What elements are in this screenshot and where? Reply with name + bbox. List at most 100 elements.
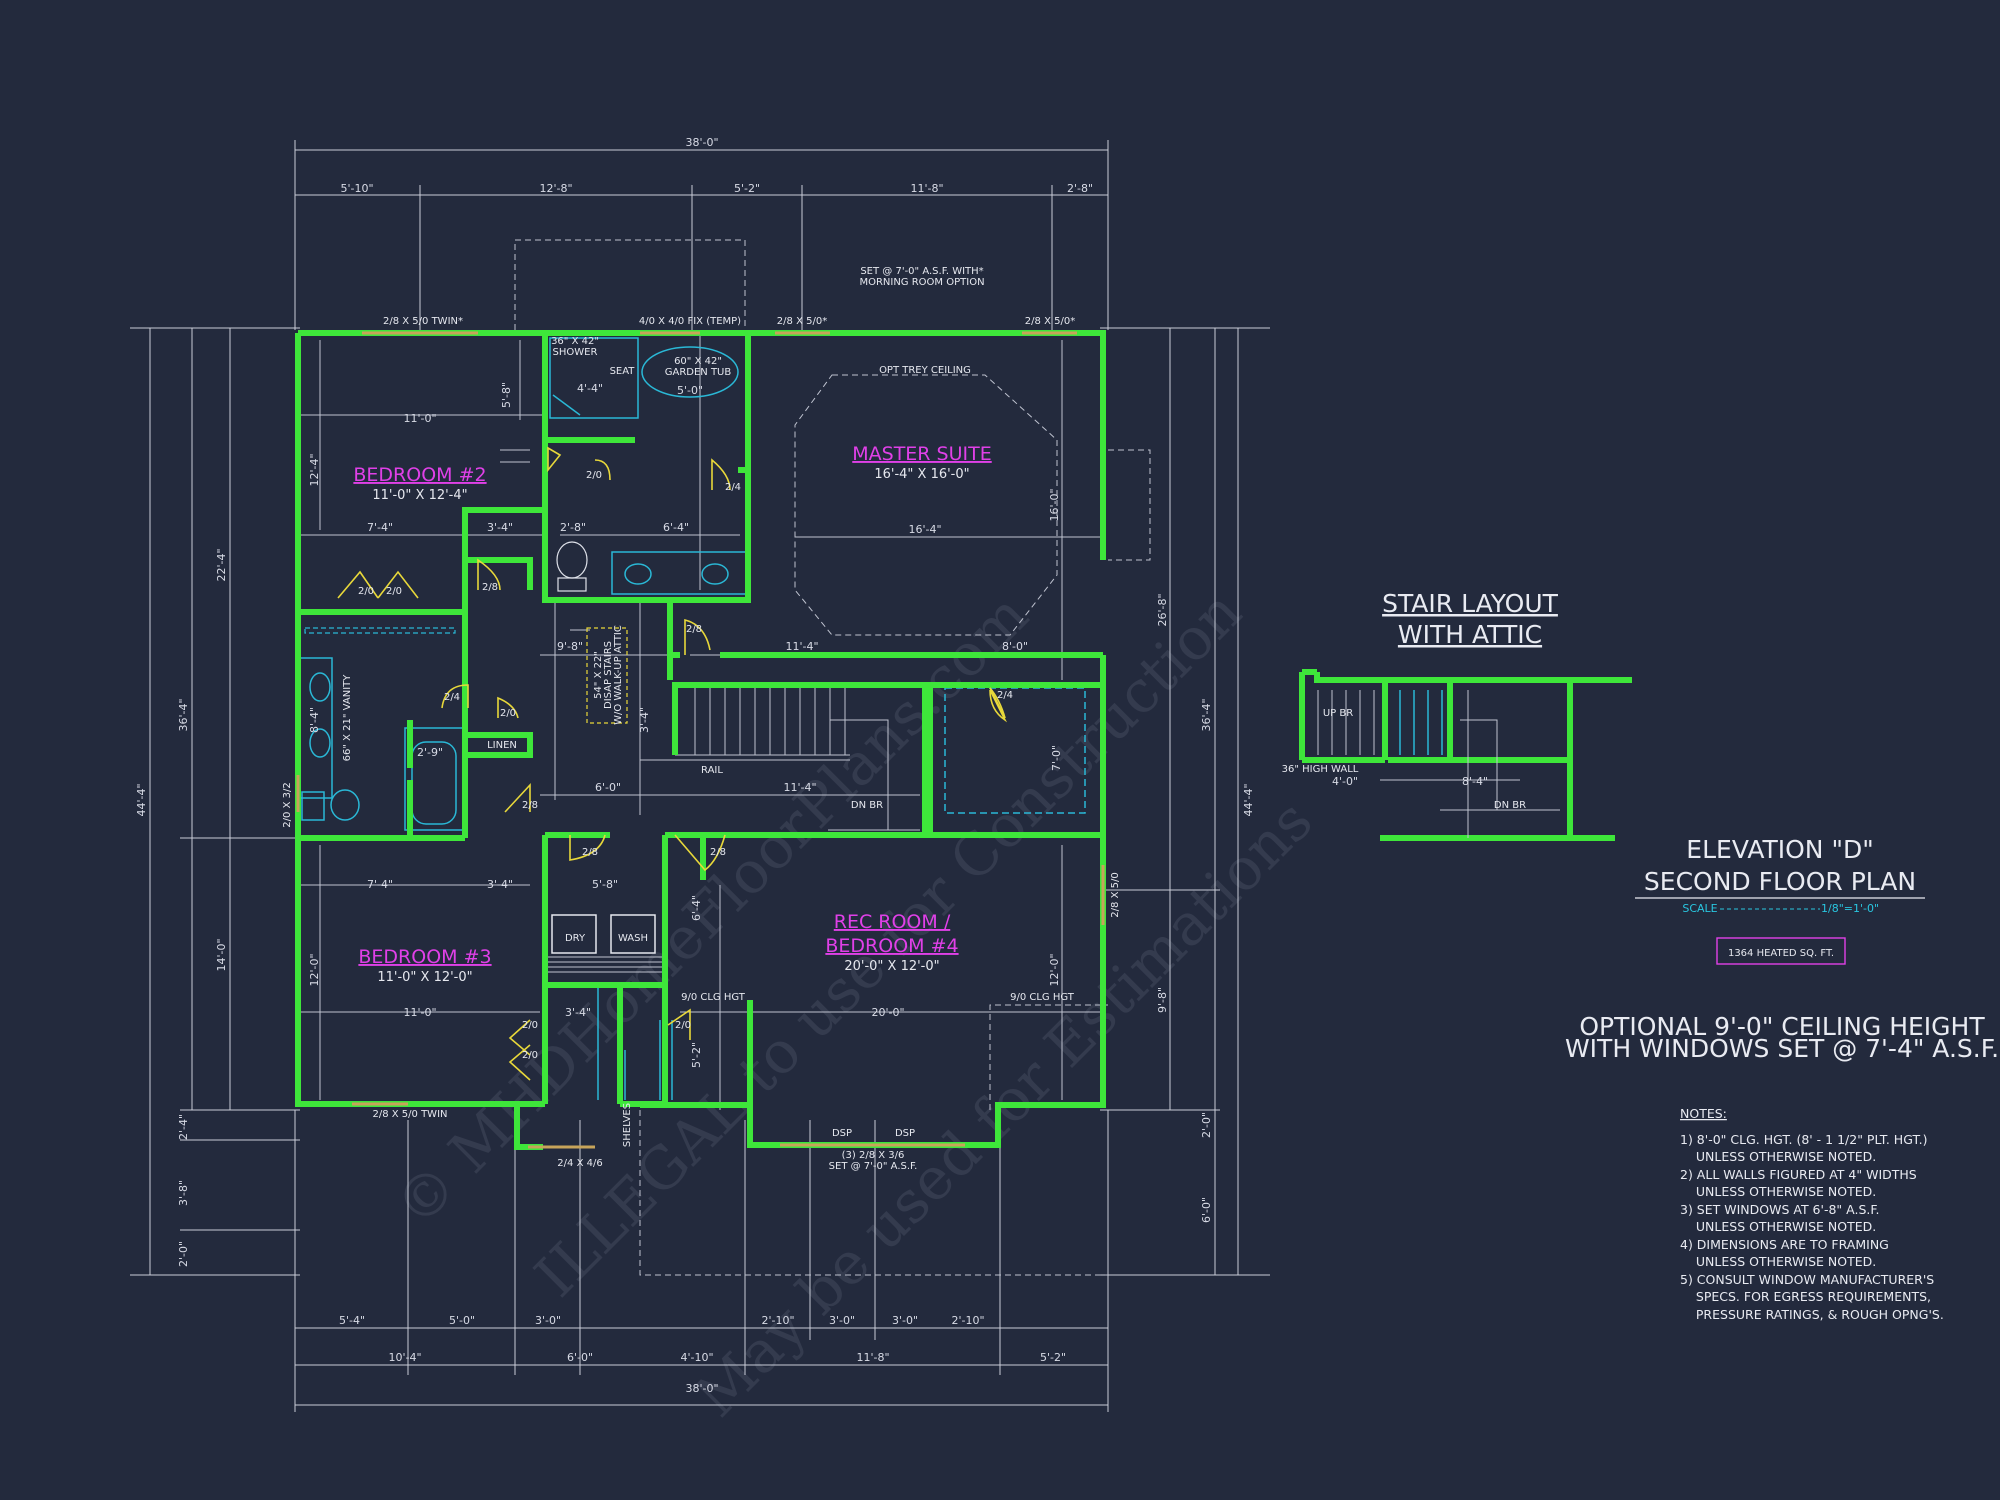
bay-window-size: (3) 2/8 X 3/6	[842, 1150, 905, 1161]
door-7: 2/0	[586, 470, 602, 481]
stair-dim-2: 8'-4"	[1462, 775, 1488, 788]
dim-bottom-b-3: 4'-10"	[680, 1351, 713, 1364]
dim-bottom-total: 38'-0"	[685, 1382, 718, 1395]
interior-dim-19: 5'-0"	[677, 384, 703, 397]
dryer-label: DRY	[565, 933, 586, 944]
dim-bottom-a-2: 5'-0"	[449, 1314, 475, 1327]
attic-stair-size: 54" X 22"	[593, 651, 604, 699]
ceiling-height-2: 9/0 CLG HGT	[1010, 992, 1075, 1003]
dim-bottom-b-1: 10'-4"	[388, 1351, 421, 1364]
dim-bottom-a-6: 3'-0"	[892, 1314, 918, 1327]
bay-note-1: SET @ 7'-0" A.S.F. WITH*	[860, 266, 983, 277]
dim-top-total: 38'-0"	[685, 136, 718, 149]
shelves-label: SHELVES	[622, 1103, 633, 1147]
dim-top-2: 12'-8"	[539, 182, 572, 195]
interior-dim-1: 11'-0"	[403, 412, 436, 425]
door-5: 2/8	[686, 624, 702, 635]
dim-left-total: 44'-4"	[135, 783, 148, 816]
window-bedroom-2: 2/8 X 5/0 TWIN*	[383, 316, 463, 327]
interior-dim-12: 7'-4"	[367, 878, 393, 891]
main-stair	[675, 685, 920, 831]
ceiling-height-1: 9/0 CLG HGT	[681, 992, 746, 1003]
dim-top-5: 2'-8"	[1067, 182, 1093, 195]
dim-left-7: 2'-0"	[177, 1241, 190, 1267]
plan-title-line-1: ELEVATION "D"	[1686, 835, 1873, 864]
interior-dim-6: 16'-4"	[908, 523, 941, 536]
note-line-6: UNLESS OTHERWISE NOTED.	[1680, 1219, 1876, 1234]
attic-stair-type: DISAP STAIRS	[603, 641, 614, 709]
room-master-suite-name: MASTER SUITE	[852, 443, 992, 465]
room-bedroom-2-name: BEDROOM #2	[353, 464, 486, 486]
dim-bottom-a-5: 3'-0"	[829, 1314, 855, 1327]
door-2: 2/0	[386, 586, 402, 597]
dim-right-4: 9'-8"	[1156, 987, 1169, 1013]
window-master-2: 2/8 X 5/0*	[1025, 316, 1075, 327]
room-labels: BEDROOM #2 11'-0" X 12'-4" MASTER SUITE …	[353, 443, 991, 985]
dim-right-6: 6'-0"	[1200, 1197, 1213, 1223]
attic-stair-note: W/O WALK-UP ATTIC	[613, 625, 624, 725]
tray-ceiling-label: OPT TREY CEILING	[879, 365, 971, 376]
notes-heading: NOTES:	[1680, 1106, 1727, 1121]
dsp-label-1: DSP	[832, 1128, 852, 1139]
windows	[296, 331, 1105, 1149]
walls	[295, 330, 1106, 1150]
dim-top-1: 5'-10"	[340, 182, 373, 195]
note-line-3: 2) ALL WALLS FIGURED AT 4" WIDTHS	[1680, 1167, 1917, 1182]
door-4: 2/4	[444, 692, 460, 703]
dim-left-2: 36'-4"	[177, 698, 190, 731]
note-line-8: UNLESS OTHERWISE NOTED.	[1680, 1254, 1876, 1269]
interior-dim-20: 2'-9"	[417, 746, 443, 759]
interior-dim-3: 3'-4"	[487, 521, 513, 534]
optional-ceiling-line-1: OPTIONAL 9'-0" CEILING HEIGHT	[1579, 1012, 1985, 1041]
door-13: 2/4	[997, 690, 1013, 701]
stair-wall-label: 36" HIGH WALL	[1282, 764, 1359, 775]
window-master-1: 2/8 X 5/0*	[777, 316, 827, 327]
note-line-11: PRESSURE RATINGS, & ROUGH OPNG'S.	[1680, 1307, 1944, 1322]
stair-layout-title-1: STAIR LAYOUT	[1382, 589, 1559, 618]
interior-dim-13: 3'-4"	[487, 878, 513, 891]
rail-label: RAIL	[701, 765, 723, 776]
window-right: 2/8 X 5/0	[1110, 872, 1121, 917]
stair-layout-title-2: WITH ATTIC	[1398, 620, 1542, 649]
dim-left-5: 2'-4"	[177, 1114, 190, 1140]
window-bedroom-3: 2/8 X 5/0 TWIN	[373, 1109, 448, 1120]
door-15: 2/0	[522, 1020, 538, 1031]
note-line-2: UNLESS OTHERWISE NOTED.	[1680, 1149, 1876, 1164]
interior-dim-7: 11'-4"	[785, 640, 818, 653]
dim-right-2: 36'-4"	[1200, 698, 1213, 731]
dim-top-3: 5'-2"	[734, 182, 760, 195]
dim-bottom-a-3: 3'-0"	[535, 1314, 561, 1327]
dim-top-4: 11'-8"	[910, 182, 943, 195]
room-rec-room-size: 20'-0" X 12'-0"	[844, 959, 939, 974]
door-1: 2/0	[358, 586, 374, 597]
vertical-dim-7: 6'-4"	[690, 895, 703, 921]
vertical-dim-8: 5'-2"	[690, 1042, 703, 1068]
room-rec-room-line-2: BEDROOM #4	[825, 935, 958, 957]
stair-layout-detail: STAIR LAYOUT WITH ATTIC UP BR 36" HIGH W…	[1282, 589, 1632, 841]
shower-label: SHOWER	[553, 347, 598, 358]
door-14: 2/0	[675, 1020, 691, 1031]
plan-title-line-2: SECOND FLOOR PLAN	[1644, 867, 1916, 896]
dim-bottom-b-4: 11'-8"	[856, 1351, 889, 1364]
door-9: 2/8	[582, 847, 598, 858]
heated-square-feet: 1364 HEATED SQ. FT.	[1728, 948, 1834, 959]
note-line-1: 1) 8'-0" CLG. HGT. (8' - 1 1/2" PLT. HGT…	[1680, 1132, 1927, 1147]
window-bottom: 2/4 X 4/6	[557, 1158, 602, 1169]
room-rec-room-line-1: REC ROOM /	[834, 911, 951, 933]
vertical-dim-9: 3'-4"	[638, 707, 651, 733]
note-line-10: SPECS. FOR EGRESS REQUIREMENTS,	[1680, 1289, 1931, 1304]
dim-bottom-b-5: 5'-2"	[1040, 1351, 1066, 1364]
scale-value: 1/8"=1'-0"	[1821, 902, 1879, 915]
dsp-label-2: DSP	[895, 1128, 915, 1139]
dim-bottom-b-2: 6'-0"	[567, 1351, 593, 1364]
doors	[337, 446, 1008, 1081]
note-line-7: 4) DIMENSIONS ARE TO FRAMING	[1680, 1237, 1889, 1252]
door-3: 2/8	[482, 582, 498, 593]
small-labels: SET @ 7'-0" A.S.F. WITH* MORNING ROOM OP…	[282, 266, 1121, 1172]
washer-label: WASH	[618, 933, 648, 944]
interior-dim-9: 9'-8"	[557, 640, 583, 653]
title-block: ELEVATION "D" SECOND FLOOR PLAN SCALE 1/…	[1565, 835, 1999, 1322]
interior-dim-14: 5'-8"	[592, 878, 618, 891]
door-12: 2/0	[522, 1050, 538, 1061]
door-10: 2/8	[710, 847, 726, 858]
